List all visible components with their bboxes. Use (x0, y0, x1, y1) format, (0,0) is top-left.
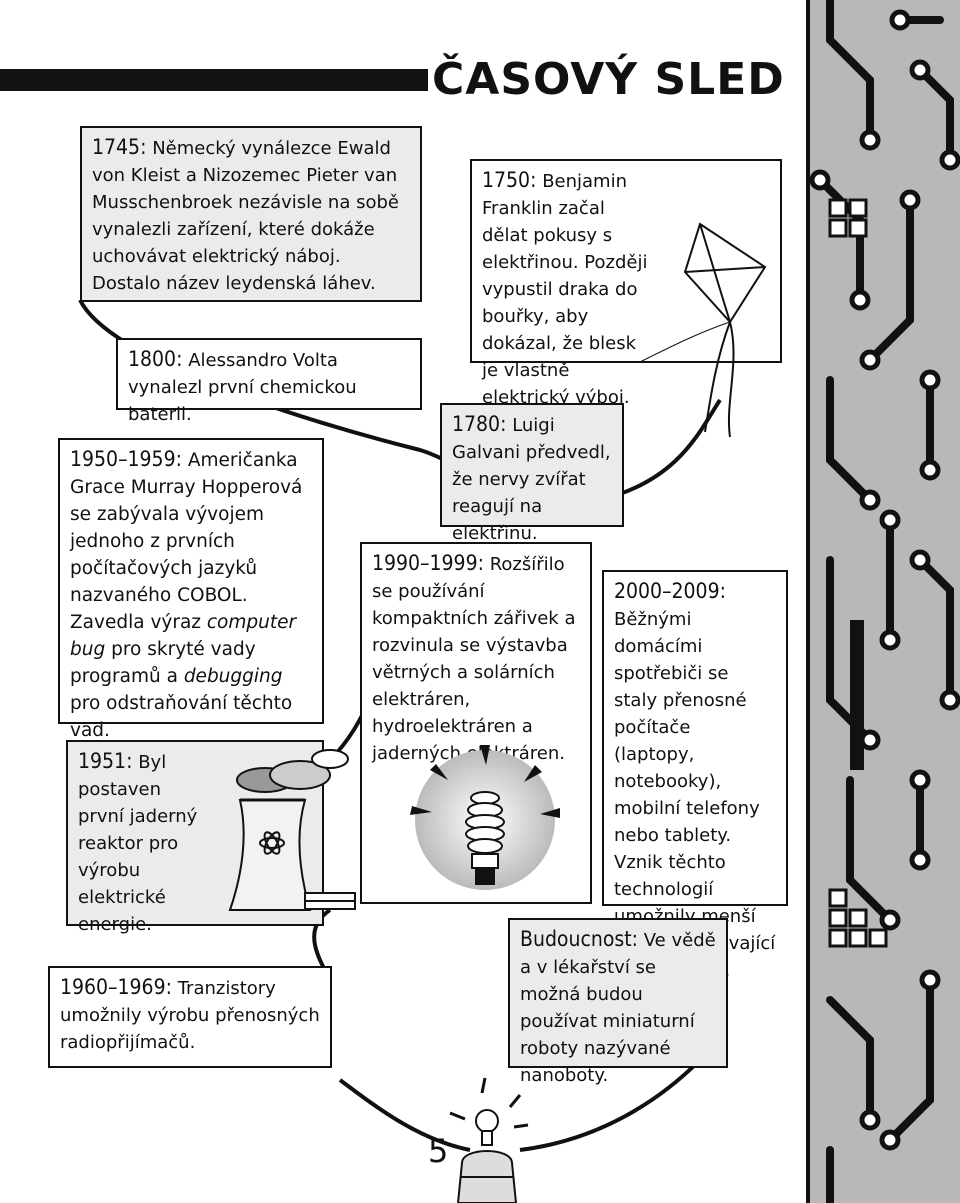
circuit-panel (806, 0, 960, 1203)
event-future: Budoucnost: Ve vědě a v lékařství se mož… (508, 918, 728, 1086)
light-bulb-icon (410, 745, 560, 890)
event-1960: 1960–1969: Tranzistory umožnily výrobu p… (48, 966, 332, 1068)
event-text: pro skryté vady programů a (70, 639, 256, 687)
bulb-lamp-icon (449, 1077, 529, 1203)
event-year: 1750: (482, 168, 537, 192)
event-text: Alessandro Volta vynalezl první chemicko… (128, 350, 357, 425)
event-1750: 1750: Benjamin Franklin začal dělat poku… (470, 159, 782, 408)
event-text: pro odstraňování těchto vad. (70, 693, 293, 741)
event-year: 1990–1999: (372, 551, 484, 575)
event-text: Byl postaven první jaderný reaktor pro v… (78, 752, 198, 935)
event-year: 1745: (92, 135, 147, 159)
title-bar (0, 69, 428, 91)
page-title: ČASOVÝ SLED (432, 54, 785, 105)
event-text: Ve vědě a v lékařství se možná budou pou… (520, 930, 716, 1086)
event-1780: 1780: Luigi Galvani předvedl, že nervy z… (440, 403, 624, 544)
event-year: Budoucnost: (520, 927, 639, 951)
event-text: Američanka Grace Murray Hopperová se zab… (70, 450, 303, 633)
event-text: Tranzistory umožnily výrobu přenosných r… (60, 978, 320, 1053)
event-year: 1960–1969: (60, 975, 172, 999)
cooling-tower-icon (228, 749, 356, 911)
event-2000: 2000–2009: Běžnými domácími spotřebiči s… (602, 570, 788, 981)
event-text: Rozšířilo se používání kompaktních zářiv… (372, 554, 576, 764)
event-text: Benjamin Franklin začal dělat pokusy s e… (482, 171, 648, 408)
event-year: 2000–2009: (614, 579, 726, 603)
circuit-traces (810, 0, 960, 1203)
event-text: Německý vynálezce Ewald von Kleist a Niz… (92, 138, 399, 294)
event-1950: 1950–1959: Američanka Grace Murray Hoppe… (58, 438, 324, 741)
event-term: debugging (183, 666, 283, 687)
event-year: 1950–1959: (70, 447, 182, 471)
event-term: computer bug (70, 612, 297, 660)
event-year: 1800: (128, 347, 183, 371)
kite-icon (639, 222, 767, 438)
event-text: Luigi Galvani předvedl, že nervy zvířat … (452, 415, 611, 544)
event-1800: 1800: Alessandro Volta vynalezl první ch… (116, 338, 422, 425)
event-year: 1780: (452, 412, 507, 436)
page-number: 5 (428, 1132, 449, 1170)
event-year: 1951: (78, 749, 133, 773)
event-1745: 1745: Německý vynálezce Ewald von Kleist… (80, 126, 422, 302)
